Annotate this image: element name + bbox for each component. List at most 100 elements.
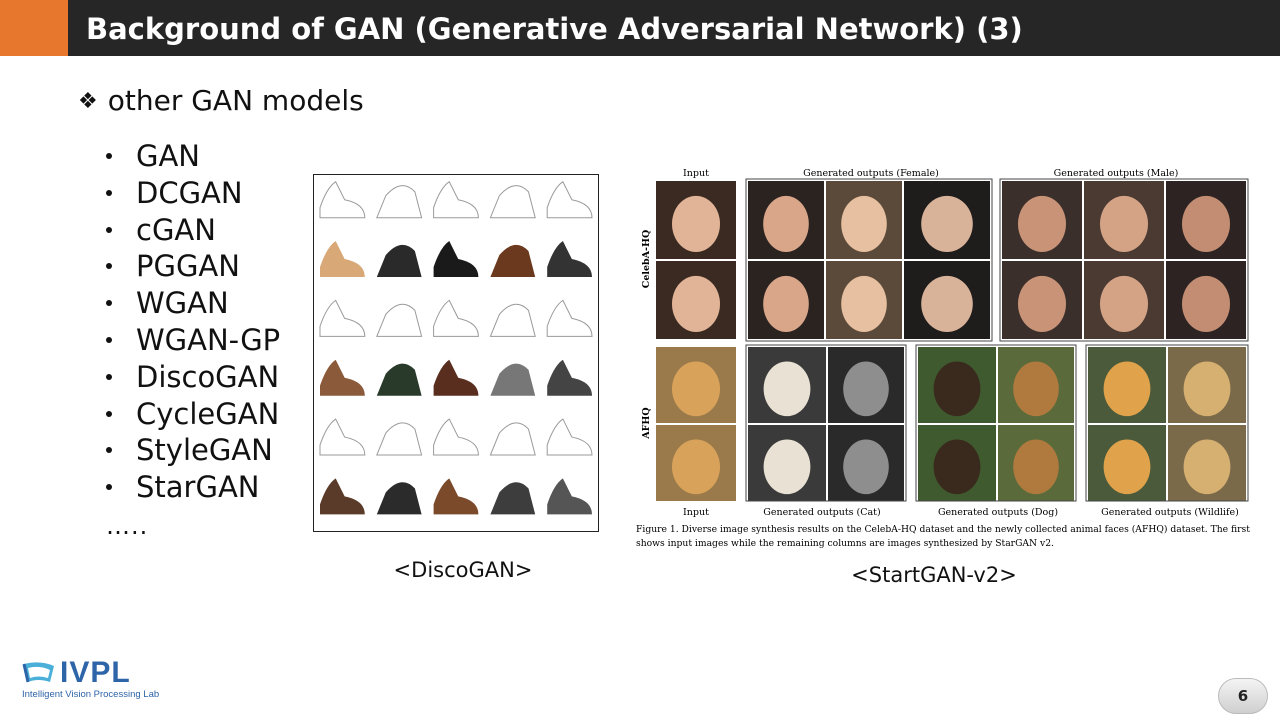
bullet-icon (106, 153, 112, 159)
shoe-sketch (546, 299, 593, 337)
list-item: StarGAN (104, 469, 280, 506)
shoe-photo (320, 241, 365, 278)
group-border (1085, 344, 1249, 502)
face-tile-subject (1100, 195, 1148, 252)
bullet-icon (106, 447, 112, 454)
ivpl-logo-icon (22, 662, 54, 683)
face-tile-subject (1100, 275, 1148, 332)
animal-tile-subject (843, 439, 889, 495)
shoe-photo (320, 478, 365, 515)
face-tile-subject (763, 195, 809, 252)
page-number-badge: 6 (1218, 678, 1268, 714)
title-bar (68, 0, 1280, 56)
list-item: WGAN (104, 285, 280, 322)
face-tile-subject (672, 195, 720, 252)
label-wildlife: Generated outputs (Wildlife) (1101, 507, 1239, 518)
shoe-photo (376, 363, 422, 396)
animal-tile-subject (933, 361, 981, 417)
face-tile-subject (1018, 275, 1066, 332)
discogan-caption: <DiscoGAN> (393, 558, 533, 582)
list-item: StyleGAN (104, 432, 280, 469)
shoe-photo (433, 241, 479, 278)
shoe-photo (547, 478, 592, 515)
shoe-photo (376, 244, 422, 278)
shoe-sketch (433, 418, 479, 456)
figure-caption-line-2: shows input images while the remaining c… (636, 538, 1054, 549)
stargan-caption: <StartGAN-v2> (851, 563, 1017, 587)
section-heading: ❖ other GAN models (78, 84, 364, 117)
list-item: GAN (104, 138, 280, 175)
label-dog: Generated outputs (Dog) (938, 507, 1058, 518)
shoe-grid-illustration (319, 180, 593, 515)
face-tile-subject (763, 275, 809, 332)
label-input-bottom: Input (683, 507, 709, 518)
group-border (999, 178, 1249, 342)
bullet-icon (106, 226, 112, 233)
slide-title: Background of GAN (Generative Adversaria… (86, 12, 1023, 46)
stargan-figure: Input Generated outputs (Female) Generat… (636, 163, 1280, 553)
label-cat: Generated outputs (Cat) (763, 507, 880, 518)
animal-tile-subject (1103, 439, 1151, 495)
face-tile-subject (1018, 195, 1066, 252)
bullet-icon (106, 189, 112, 196)
stargan-figure-graphic: Input Generated outputs (Female) Generat… (636, 168, 1280, 549)
shoe-sketch (489, 422, 536, 456)
label-celeba: CelebA-HQ (641, 230, 652, 288)
label-male: Generated outputs (Male) (1054, 168, 1179, 179)
animal-tile-subject (933, 439, 981, 495)
shoe-photo (490, 363, 536, 396)
diamond-bullet-icon: ❖ (78, 89, 98, 114)
list-item: WGAN-GP (104, 322, 280, 359)
face-tile-subject (921, 195, 973, 252)
shoe-photo (547, 359, 592, 396)
face-tile-subject (1182, 275, 1230, 332)
list-item: DCGAN (104, 175, 280, 212)
group-border (745, 178, 993, 342)
animal-tile-subject (672, 361, 720, 417)
animal-tile-subject (672, 439, 720, 495)
shoe-photo (433, 359, 479, 396)
shoe-photo (433, 478, 479, 515)
shoe-sketch (489, 303, 536, 337)
animal-tile-subject (1183, 439, 1231, 495)
title-accent-block (0, 0, 68, 56)
face-tile-subject (1182, 195, 1230, 252)
animal-tile-subject (1183, 361, 1231, 417)
logo-wordmark: IVPL (60, 656, 131, 689)
animal-tile-subject (1013, 439, 1059, 495)
shoe-sketch (319, 418, 366, 456)
figure-caption-line-1: Figure 1. Diverse image synthesis result… (636, 524, 1252, 535)
face-tile-subject (672, 275, 720, 332)
group-border (745, 344, 907, 502)
shoe-sketch (546, 418, 593, 456)
list-item: cGAN (104, 212, 280, 249)
stargan-tiles (656, 178, 1249, 502)
list-item: CycleGAN (104, 396, 280, 433)
gan-model-list: GAN DCGAN cGAN PGGAN WGAN WGAN-GP DiscoG… (104, 138, 280, 506)
shoe-sketch (376, 303, 423, 337)
bullet-icon (106, 410, 112, 417)
animal-tile-subject (1013, 361, 1059, 417)
bullet-icon (106, 263, 112, 270)
shoe-sketch (546, 180, 593, 219)
bullet-icon (106, 484, 112, 491)
group-border (915, 344, 1077, 502)
shoe-sketch (489, 185, 536, 219)
shoe-photo (490, 482, 536, 515)
bullet-icon (106, 300, 112, 307)
shoe-sketch (319, 299, 366, 337)
shoe-photo (376, 482, 422, 515)
animal-tile-subject (763, 439, 811, 495)
list-ellipsis: ….. (106, 512, 149, 540)
section-heading-text: other GAN models (107, 84, 364, 117)
logo-subtitle: Intelligent Vision Processing Lab (22, 689, 160, 700)
shoe-photo (320, 359, 365, 396)
animal-tile-subject (763, 361, 811, 417)
discogan-image (313, 174, 599, 532)
animal-tile-subject (1103, 361, 1151, 417)
label-female: Generated outputs (Female) (803, 168, 939, 179)
shoe-sketch (376, 185, 423, 219)
list-item: DiscoGAN (104, 359, 280, 396)
list-item: PGGAN (104, 248, 280, 285)
shoe-sketch (319, 180, 366, 219)
